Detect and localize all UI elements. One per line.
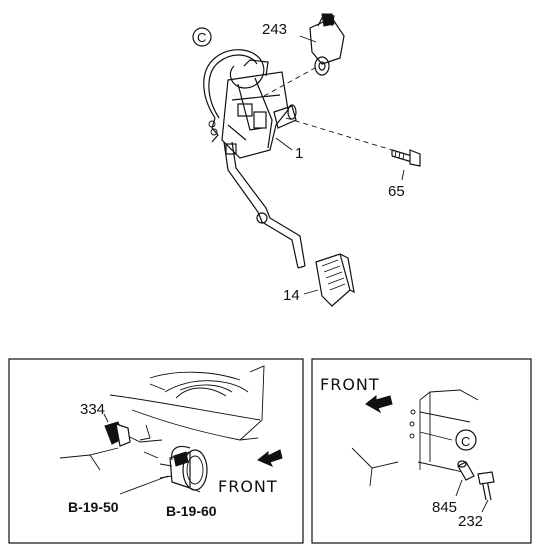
- switch-334: [104, 421, 131, 447]
- label-232: 232: [458, 513, 483, 530]
- circle-c-inset-label: C: [461, 434, 470, 449]
- label-845: 845: [432, 499, 457, 516]
- pedal-pad: [315, 253, 355, 307]
- pedal-assembly: C 243: [192, 13, 421, 307]
- throttle-position-sensor: [309, 13, 345, 76]
- bushing-845: [457, 460, 475, 481]
- label-65: 65: [388, 183, 405, 200]
- circle-c-marker-top: C: [192, 27, 212, 47]
- label-14: 14: [283, 287, 300, 304]
- front-label-left: FRONT: [218, 477, 278, 496]
- front-label-right: FRONT: [320, 375, 380, 394]
- inset-right: FRONT C 845 232: [311, 358, 532, 544]
- circle-c-top-label: C: [197, 30, 206, 45]
- bolt-65: [391, 149, 421, 167]
- inset-left: 334 B-19-50 B-19-60 FRONT: [8, 358, 304, 544]
- label-334: 334: [80, 401, 105, 418]
- bolt-232: [477, 471, 495, 501]
- ref-b-19-50: B-19-50: [68, 499, 119, 515]
- front-arrow-right: [365, 394, 393, 414]
- label-1: 1: [295, 145, 303, 162]
- ref-b-19-60: B-19-60: [166, 503, 217, 519]
- label-243: 243: [262, 21, 287, 38]
- master-cylinder: [159, 445, 208, 491]
- circle-c-marker-inset: C: [455, 429, 477, 451]
- front-arrow-left: [257, 449, 283, 467]
